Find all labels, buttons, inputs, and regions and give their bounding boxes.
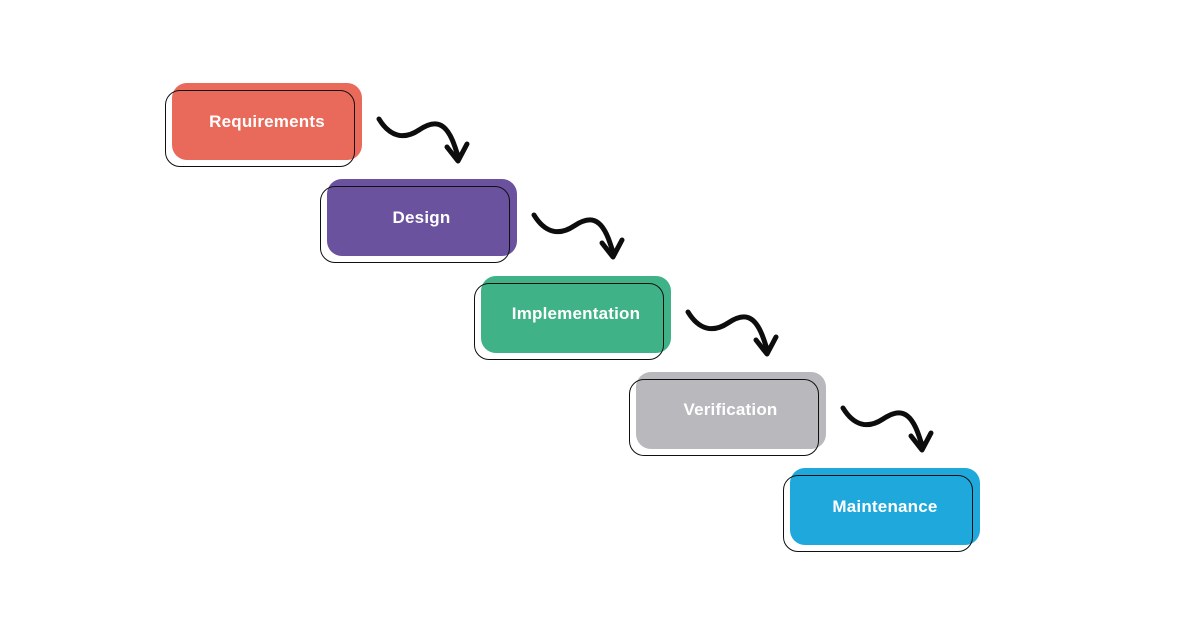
stage-label: Verification (683, 400, 778, 420)
stage-box: Verification (635, 371, 826, 449)
stage-requirements: Requirements (165, 83, 362, 167)
flow-arrow-icon (685, 309, 779, 356)
stage-box: Design (326, 179, 517, 257)
stage-design: Design (319, 179, 517, 264)
stage-label: Design (392, 207, 451, 227)
stage-maintenance: Maintenance (783, 468, 980, 552)
stage-label: Maintenance (832, 496, 938, 516)
flow-arrow-icon (531, 212, 624, 260)
stage-verification: Verification (628, 371, 826, 456)
flow-arrow-icon (376, 116, 470, 164)
stage-box: Requirements (172, 83, 362, 160)
stage-implementation: Implementation (474, 275, 671, 360)
stage-label: Requirements (209, 111, 325, 131)
stage-label: Implementation (511, 304, 641, 323)
stage-box: Maintenance (790, 468, 980, 545)
stage-box: Implementation (481, 275, 671, 353)
flow-arrow-icon (840, 405, 933, 453)
